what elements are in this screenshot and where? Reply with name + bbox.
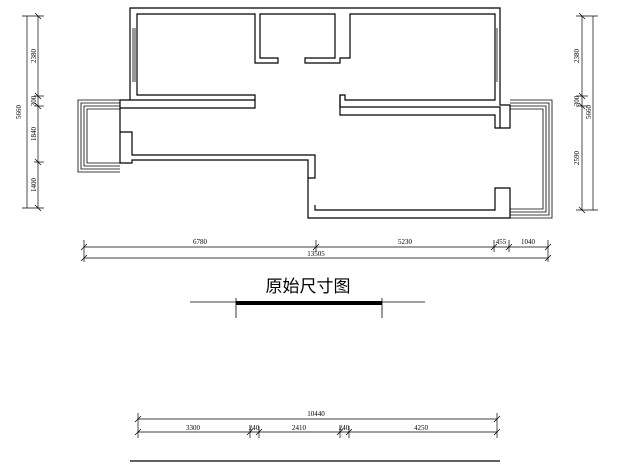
drawing-title: 原始尺寸图 [266,277,351,297]
title-underline [190,298,425,318]
bay-window-right [510,99,553,219]
wall-outline [119,7,511,219]
lower-dim-d: 240 [339,424,350,432]
right-dim-a: 2380 [573,49,581,64]
right-dim-total: 5660 [585,105,593,120]
lower-dim-e: 4250 [414,424,429,432]
right-dim-c: 2590 [573,151,581,166]
window-upper-left [129,28,136,82]
lower-dim-b: 240 [249,424,260,432]
lower-dimension-chain [134,413,501,438]
left-dim-total: 5660 [15,105,23,120]
right-dim-b: 300 [573,95,581,106]
lower-dim-a: 3300 [186,424,201,432]
bottom-dim-d: 1040 [521,238,536,246]
lower-dim-c: 2410 [292,424,307,432]
bottom-dim-b: 5230 [398,238,413,246]
bottom-dimension-chain [80,240,552,262]
left-dim-c: 1840 [30,127,38,142]
left-dim-d: 1400 [30,178,38,193]
bottom-dim-a: 6780 [193,238,208,246]
right-dimension-chain [576,12,598,214]
lower-dim-total: 10440 [307,410,325,418]
bottom-dim-total: 13505 [307,250,325,258]
left-dim-b: 300 [30,95,38,106]
bay-window-left [77,99,120,173]
left-dimension-chain [22,12,44,212]
window-upper-right [494,28,501,82]
left-dim-a: 2380 [30,49,38,64]
bottom-dim-c: 455 [496,238,507,246]
